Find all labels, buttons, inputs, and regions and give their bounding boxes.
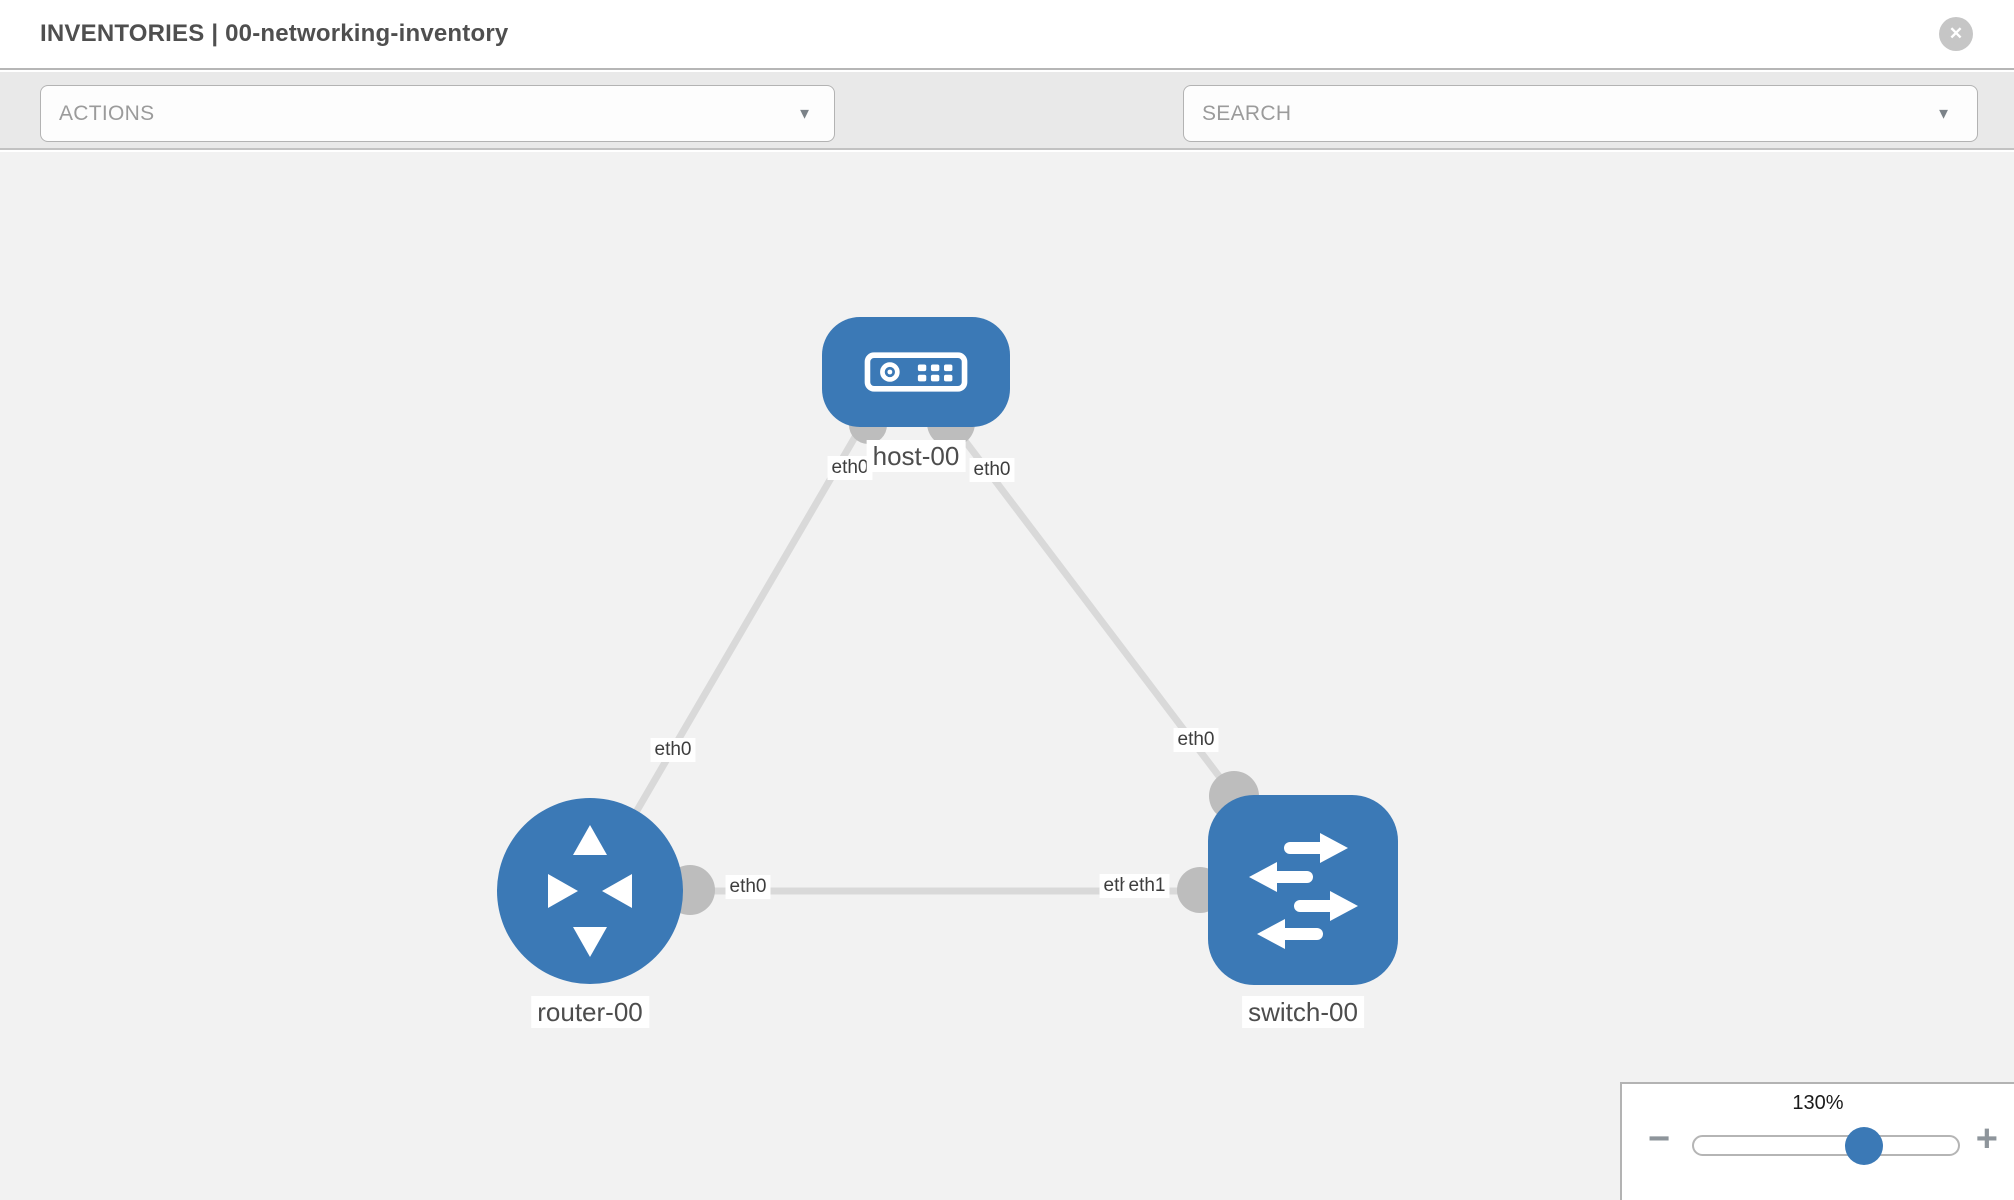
- interface-label: eth0: [1173, 728, 1219, 752]
- zoom-slider-track[interactable]: [1692, 1126, 1960, 1165]
- search-dropdown[interactable]: SEARCH ▼: [1183, 85, 1978, 142]
- zoom-slider-thumb[interactable]: [1845, 1126, 1884, 1165]
- plus-icon: +: [1975, 1118, 1998, 1160]
- page-header: INVENTORIES | 00-networking-inventory ✕: [0, 0, 2014, 70]
- node-label-switch-00: switch-00: [1242, 996, 1364, 1028]
- links-layer: [586, 399, 1259, 915]
- zoom-level: 130%: [1792, 1092, 1844, 1114]
- zoom-panel: 130% − +: [1620, 1082, 2014, 1200]
- node-label-router-00: router-00: [531, 996, 649, 1028]
- host-icon: [864, 352, 968, 392]
- minus-icon: −: [1648, 1118, 1671, 1160]
- toolbar: ACTIONS ▼ SEARCH ▼: [0, 72, 2014, 204]
- search-dropdown-label: SEARCH: [1202, 101, 1292, 125]
- zoom-out-button[interactable]: −: [1648, 1120, 1670, 1158]
- node-switch-00[interactable]: [1208, 795, 1398, 985]
- switch-icon: [1249, 833, 1358, 949]
- zoom-in-button[interactable]: +: [1976, 1120, 1998, 1158]
- chevron-down-icon: ▼: [1936, 105, 1951, 122]
- actions-dropdown[interactable]: ACTIONS ▼: [40, 85, 835, 142]
- node-host-00[interactable]: [822, 317, 1010, 427]
- page-title: INVENTORIES | 00-networking-inventory: [40, 20, 509, 47]
- close-button[interactable]: ✕: [1939, 17, 1973, 51]
- interface-label: eth0: [650, 738, 696, 762]
- interface-label: eth0: [725, 875, 771, 899]
- router-icon: [548, 825, 632, 957]
- interface-label: eth0: [969, 458, 1015, 482]
- node-label-host-00: host-00: [866, 440, 966, 472]
- actions-dropdown-label: ACTIONS: [59, 101, 155, 125]
- interface-label: eth0: [827, 456, 873, 480]
- close-icon: ✕: [1948, 24, 1964, 43]
- chevron-down-icon: ▼: [797, 105, 812, 122]
- node-router-00[interactable]: [497, 798, 683, 984]
- interface-label: eth1: [1124, 874, 1170, 898]
